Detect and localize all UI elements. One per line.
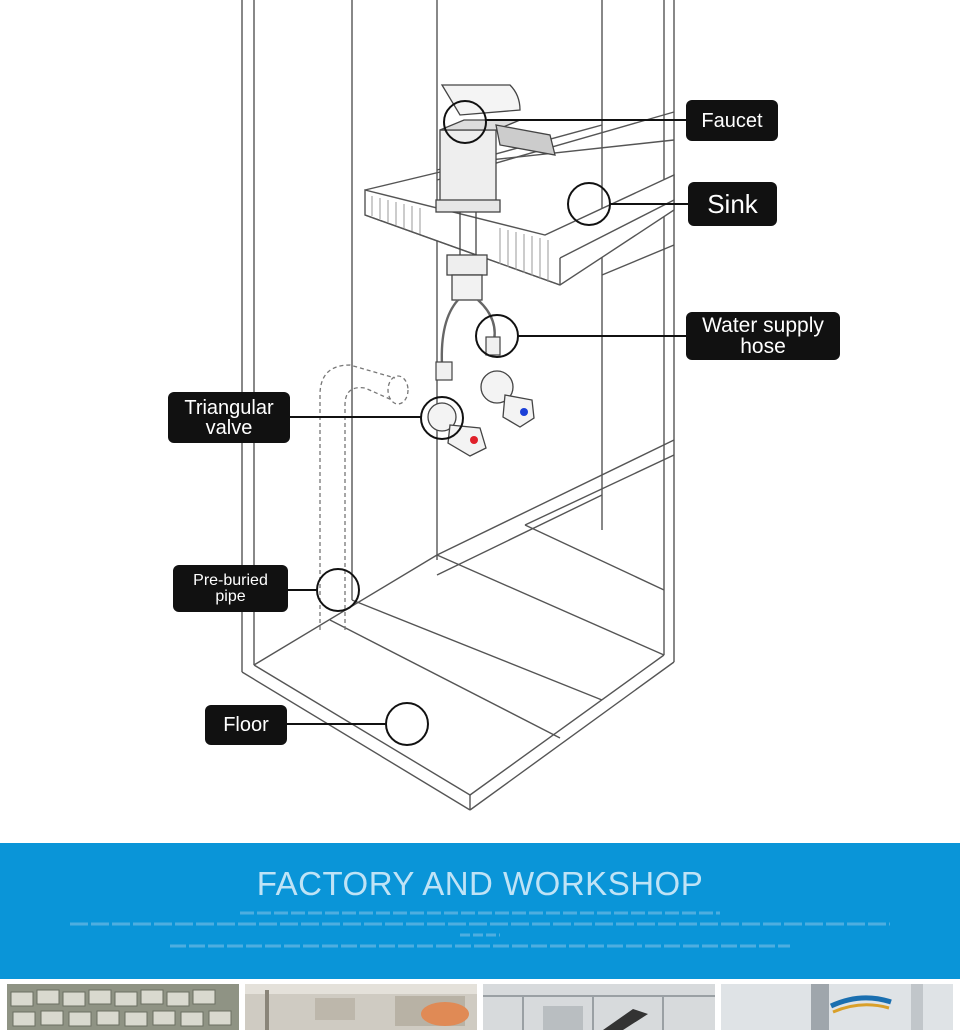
banner-fineprint-line: [60, 910, 900, 921]
installation-drawing: [241, 0, 688, 811]
faucet-label: Faucet: [686, 100, 778, 141]
pre-buried-pipe-label: Pre-buried pipe: [173, 565, 288, 612]
water-supply-hose-label: Water supply hose: [686, 312, 840, 360]
sink-label: Sink: [688, 182, 777, 226]
banner-fineprint-line: [60, 921, 900, 932]
factory-banner: FACTORY AND WORKSHOP: [0, 843, 960, 979]
floor-label: Floor: [205, 705, 287, 745]
installation-diagram: Faucet Sink Water supply hose Triangular…: [168, 0, 840, 811]
triangular-valve-label: Triangular valve: [168, 392, 290, 443]
banner-fineprint-line: [60, 943, 900, 954]
factory-photo-workshop: [245, 984, 477, 1030]
factory-photo-strip: [0, 979, 960, 1030]
banner-title: FACTORY AND WORKSHOP: [256, 865, 704, 902]
factory-photo-stock-rows: [7, 984, 239, 1030]
factory-photo-faucet-test: [721, 984, 953, 1030]
factory-photo-hall: [483, 984, 715, 1030]
banner-fineprint-line: [60, 932, 900, 943]
